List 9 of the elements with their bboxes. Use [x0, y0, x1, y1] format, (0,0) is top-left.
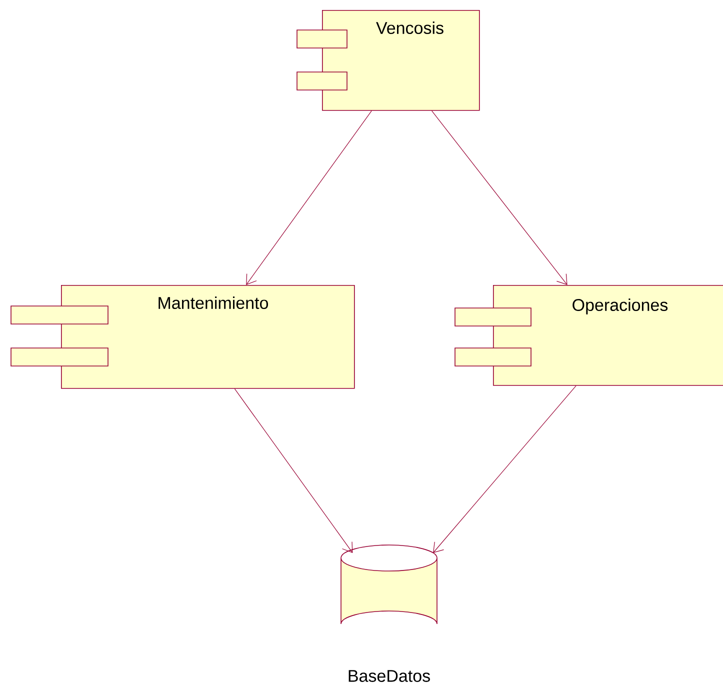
- arrow: [234, 388, 353, 553]
- arrow: [246, 110, 372, 285]
- component-box: Operaciones: [454, 285, 723, 386]
- component-box: Vencosis: [296, 10, 480, 111]
- arrow: [433, 386, 576, 553]
- arrow: [432, 110, 568, 285]
- database-cylinder: [340, 544, 438, 624]
- database-label: BaseDatos: [348, 670, 430, 682]
- component-box: Mantenimiento: [10, 285, 355, 389]
